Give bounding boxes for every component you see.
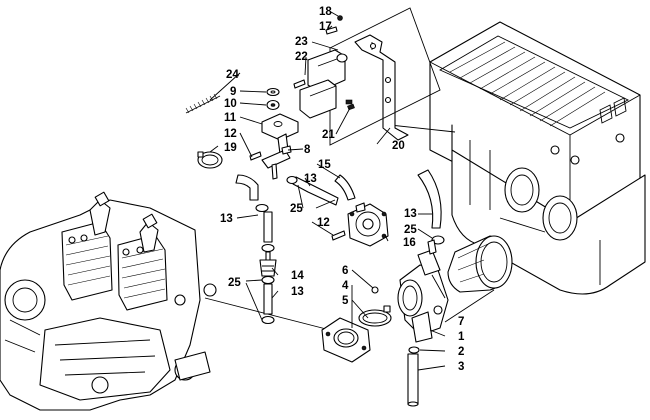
airbox-connection-line bbox=[499, 217, 546, 233]
callout-19: 19 bbox=[224, 142, 237, 154]
callout-25-left: 25 bbox=[228, 277, 241, 289]
fuel-hose-15 bbox=[334, 174, 356, 201]
callout-21: 21 bbox=[322, 129, 335, 141]
clamp-25-b bbox=[261, 243, 275, 253]
fuel-fitting bbox=[261, 145, 292, 180]
nipple-6 bbox=[371, 286, 379, 294]
callout-13-right: 13 bbox=[404, 208, 417, 220]
valve-bracket bbox=[261, 113, 299, 155]
screw-17 bbox=[325, 26, 338, 35]
fuel-line-13 bbox=[263, 211, 273, 243]
clamp-25-c bbox=[261, 275, 275, 285]
carburetor-clamp bbox=[358, 305, 392, 327]
fuel-line-13-lower bbox=[263, 283, 273, 315]
callout-16: 16 bbox=[403, 237, 416, 249]
fuel-hose-left bbox=[235, 174, 259, 201]
clamp-25-a bbox=[255, 203, 269, 213]
callout-23: 23 bbox=[295, 36, 308, 48]
callout-labels: 18 17 23 22 24 9 10 11 12 19 21 20 8 15 … bbox=[220, 6, 465, 373]
callout-18: 18 bbox=[319, 6, 332, 18]
intake-flange bbox=[321, 317, 371, 363]
callout-25-right: 25 bbox=[404, 224, 417, 236]
mounting-bracket bbox=[354, 34, 409, 141]
callout-12-lower: 12 bbox=[317, 217, 330, 229]
washer-9 bbox=[266, 87, 280, 97]
callout-25-top: 25 bbox=[290, 203, 303, 215]
bracket-connection-line bbox=[389, 124, 456, 133]
callout-4: 4 bbox=[342, 280, 349, 292]
callout-7: 7 bbox=[458, 316, 464, 328]
callout-8: 8 bbox=[304, 144, 311, 156]
screw-12-b bbox=[331, 230, 346, 241]
fuel-filter bbox=[259, 251, 277, 277]
carburetor-adapter-boot bbox=[447, 235, 513, 293]
hose-clamp-19 bbox=[197, 151, 223, 169]
callout-1: 1 bbox=[458, 331, 465, 343]
callout-9: 9 bbox=[230, 86, 236, 98]
callout-20: 20 bbox=[392, 140, 405, 152]
fuel-hose-13-right bbox=[417, 169, 442, 229]
clamp-25-e bbox=[431, 235, 445, 245]
callout-11: 11 bbox=[224, 112, 237, 124]
callout-12: 12 bbox=[224, 128, 237, 140]
callout-13-lower: 13 bbox=[291, 286, 304, 298]
fuel-hose-mid bbox=[292, 176, 339, 206]
callout-13-left: 13 bbox=[220, 213, 233, 225]
callout-leaders bbox=[209, 11, 495, 371]
callout-5: 5 bbox=[342, 295, 349, 307]
clamp-25-f bbox=[286, 175, 298, 185]
callout-13-top: 13 bbox=[304, 173, 317, 185]
drain-hose-3 bbox=[407, 353, 419, 405]
callout-10: 10 bbox=[224, 98, 237, 110]
callout-3: 3 bbox=[458, 361, 464, 373]
clamp-25-d bbox=[261, 315, 275, 325]
nut-18 bbox=[337, 15, 343, 21]
fuel-pump bbox=[347, 202, 389, 247]
callout-2: 2 bbox=[458, 346, 464, 358]
callout-22: 22 bbox=[295, 51, 308, 63]
callout-6: 6 bbox=[342, 265, 348, 277]
callout-14: 14 bbox=[291, 270, 304, 282]
spring bbox=[185, 93, 221, 114]
engine-assembly bbox=[0, 191, 217, 411]
solenoid-valve bbox=[299, 49, 355, 119]
carburetor bbox=[397, 239, 449, 343]
washer-2 bbox=[408, 346, 420, 354]
screw-22 bbox=[293, 79, 306, 89]
screw-21 bbox=[345, 99, 353, 105]
callout-17: 17 bbox=[319, 21, 332, 33]
screw-12-a bbox=[249, 151, 262, 161]
bracket-frame-outline bbox=[329, 7, 441, 146]
callout-24: 24 bbox=[226, 69, 239, 81]
callout-15: 15 bbox=[318, 159, 331, 171]
